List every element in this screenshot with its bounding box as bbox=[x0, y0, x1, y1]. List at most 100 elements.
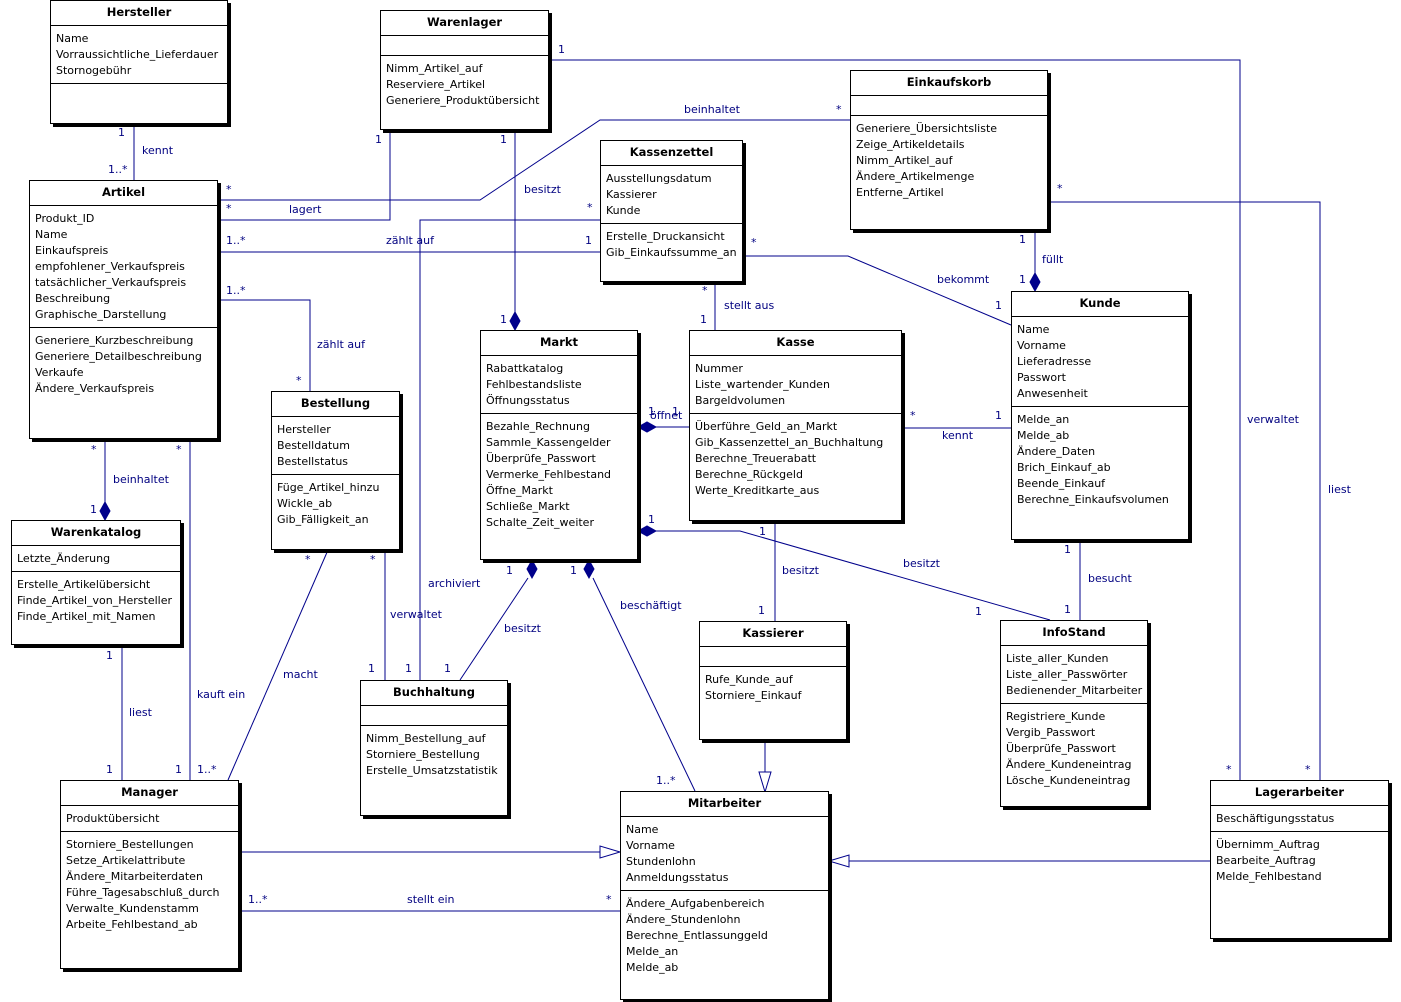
operation: Berechne_Entlassunggeld bbox=[626, 929, 768, 942]
diamond-fuellt bbox=[1029, 271, 1041, 293]
operation: Setze_Artikelattribute bbox=[66, 854, 186, 867]
attribute: Rabattkatalog bbox=[486, 362, 564, 375]
operation: Überprüfe_Passwort bbox=[486, 452, 596, 465]
attribute: Öffnungsstatus bbox=[486, 394, 570, 407]
operation: Nimm_Bestellung_auf bbox=[366, 732, 486, 745]
class-title: Hersteller bbox=[51, 1, 227, 26]
attribute-compartment: Beschäftigungsstatus bbox=[1211, 806, 1388, 831]
operation: Gib_Fälligkeit_an bbox=[277, 513, 369, 526]
attribute: Beschäftigungsstatus bbox=[1216, 812, 1335, 825]
generalization-manager bbox=[599, 845, 622, 859]
generalization-kassierer bbox=[758, 771, 772, 794]
operation: Ändere_Artikelmenge bbox=[856, 170, 975, 183]
operation: Storniere_Bestellung bbox=[366, 748, 480, 761]
operation: Verwalte_Kundenstamm bbox=[66, 902, 199, 915]
operation: Lösche_Kundeneintrag bbox=[1006, 774, 1131, 787]
attribute: Fehlbestandsliste bbox=[486, 378, 582, 391]
edge-beinhaltet-korb bbox=[218, 119, 850, 201]
operation: Generiere_Kurzbeschreibung bbox=[35, 334, 194, 347]
operation: Wickle_ab bbox=[277, 497, 333, 510]
attribute: Kunde bbox=[606, 204, 641, 217]
attribute: Liste_aller_Kunden bbox=[1006, 652, 1109, 665]
operation: Storniere_Bestellungen bbox=[66, 838, 194, 851]
operation: Überführe_Geld_an_Markt bbox=[695, 420, 838, 433]
operation: Bezahle_Rechnung bbox=[486, 420, 590, 433]
generalization-lagerarbeiter bbox=[827, 854, 850, 868]
attribute: Letzte_Änderung bbox=[17, 552, 111, 565]
edge-liest-korb bbox=[1048, 201, 1321, 780]
class-title: Mitarbeiter bbox=[621, 792, 828, 817]
class-title: Artikel bbox=[30, 181, 217, 206]
operation: Nimm_Artikel_auf bbox=[386, 62, 483, 75]
operation: Reserviere_Artikel bbox=[386, 78, 486, 91]
operation: Melde_ab bbox=[1017, 429, 1070, 442]
operation: Vermerke_Fehlbestand bbox=[486, 468, 612, 481]
operation: Melde_an bbox=[1017, 413, 1070, 426]
operation: Arbeite_Fehlbestand_ab bbox=[66, 918, 198, 931]
operation: Nimm_Artikel_auf bbox=[856, 154, 953, 167]
operation: Generiere_Produktübersicht bbox=[386, 94, 540, 107]
attribute: Name bbox=[35, 228, 68, 241]
operation: Gib_Kassenzettel_an_Buchhaltung bbox=[695, 436, 884, 449]
attribute-compartment bbox=[381, 36, 548, 55]
attribute: Liste_wartender_Kunden bbox=[695, 378, 830, 391]
attribute-compartment: Produktübersicht bbox=[61, 806, 238, 831]
attribute: Bestellstatus bbox=[277, 455, 349, 468]
attribute: empfohlener_Verkaufspreis bbox=[35, 260, 185, 273]
diamond-beschaeftigt bbox=[583, 558, 595, 580]
class-title: Warenkatalog bbox=[12, 521, 180, 546]
operation: Werte_Kreditkarte_aus bbox=[695, 484, 820, 497]
operation: Überprüfe_Passwort bbox=[1006, 742, 1116, 755]
attribute: Nummer bbox=[695, 362, 743, 375]
operation: Ändere_Aufgabenbereich bbox=[626, 897, 765, 910]
edge-beschaeftigt bbox=[592, 577, 696, 792]
operation: Finde_Artikel_von_Hersteller bbox=[17, 594, 173, 607]
operation: Generiere_Detailbeschreibung bbox=[35, 350, 202, 363]
attribute: Ausstellungsdatum bbox=[606, 172, 712, 185]
operation: Melde_ab bbox=[626, 961, 679, 974]
operation: Füge_Artikel_hinzu bbox=[277, 481, 380, 494]
operation: Berechne_Treuerabatt bbox=[695, 452, 817, 465]
attribute: Kassierer bbox=[606, 188, 657, 201]
edge-besitzt-buch bbox=[459, 577, 529, 681]
edge-lagert bbox=[218, 130, 391, 221]
operation: Vergib_Passwort bbox=[1006, 726, 1096, 739]
attribute: Produkt_ID bbox=[35, 212, 95, 225]
attribute: Liste_aller_Passwörter bbox=[1006, 668, 1128, 681]
operation: Ändere_Daten bbox=[1017, 445, 1096, 458]
operation: Gib_Einkaufssumme_an bbox=[606, 246, 737, 259]
operation: Erstelle_Umsatzstatistik bbox=[366, 764, 498, 777]
operation: Ändere_Verkaufspreis bbox=[35, 382, 155, 395]
attribute: Einkaufspreis bbox=[35, 244, 109, 257]
